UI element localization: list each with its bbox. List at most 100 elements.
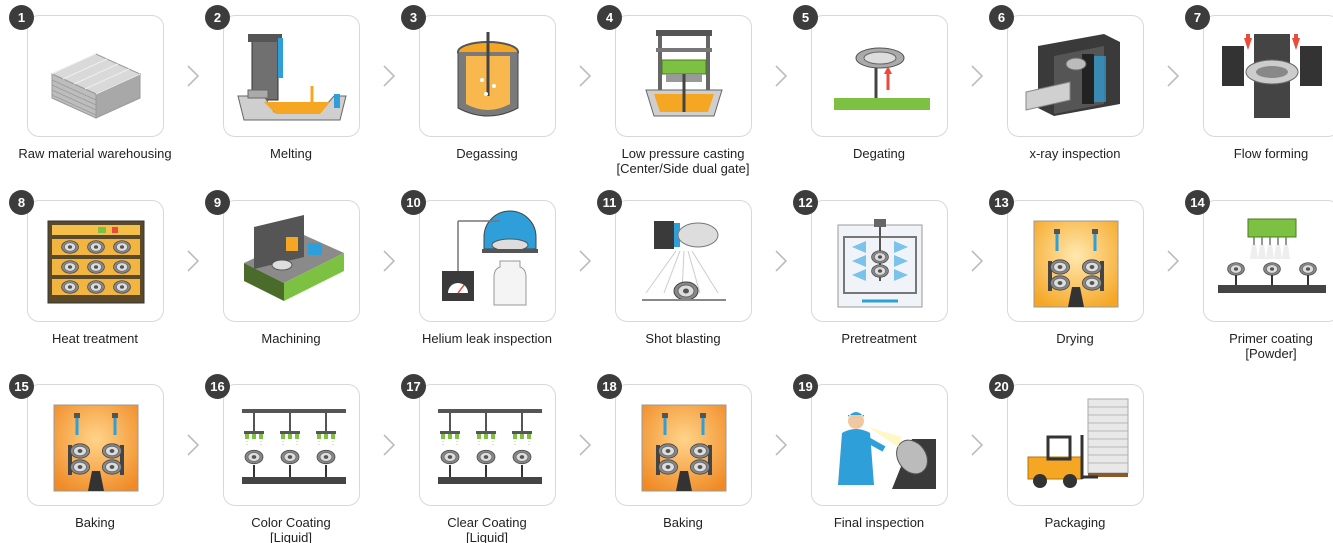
step-label-line1: Baking <box>663 515 703 530</box>
step-label-line1: x-ray inspection <box>1029 146 1121 161</box>
step-number-badge: 9 <box>205 190 230 215</box>
step-label-line2: [Liquid] <box>270 530 312 543</box>
step-label: Melting <box>196 146 386 161</box>
chevron-right-icon <box>382 434 396 456</box>
chevron-right-icon <box>1166 250 1180 272</box>
step-card <box>419 15 556 137</box>
step-number-badge: 20 <box>989 374 1014 399</box>
step-label: Degassing <box>392 146 582 161</box>
step-label-line1: Pretreatment <box>841 331 917 346</box>
step-number-badge: 14 <box>1185 190 1210 215</box>
step-card <box>615 15 752 137</box>
step-number-badge: 5 <box>793 5 818 30</box>
step-number-badge: 15 <box>9 374 34 399</box>
step-card <box>1007 200 1144 322</box>
step-card <box>27 200 164 322</box>
step-label: Helium leak inspection <box>392 331 582 346</box>
step-label-line1: Melting <box>270 146 312 161</box>
chevron-right-icon <box>774 434 788 456</box>
step-card <box>419 384 556 506</box>
step-label: Flow forming <box>1176 146 1333 161</box>
step-label-line2: [Powder] <box>1245 346 1297 361</box>
chevron-right-icon <box>382 65 396 87</box>
step-card <box>615 200 752 322</box>
step-card <box>223 15 360 137</box>
step-label-line1: Color Coating <box>251 515 331 530</box>
step-label: Baking <box>588 515 778 530</box>
step-number-badge: 8 <box>9 190 34 215</box>
step-label: Primer coating [Powder] <box>1176 331 1333 361</box>
step-card <box>27 15 164 137</box>
step-card <box>811 200 948 322</box>
step-label: Machining <box>196 331 386 346</box>
step-card <box>1203 15 1333 137</box>
step-number-badge: 17 <box>401 374 426 399</box>
step-card <box>419 200 556 322</box>
step-label: Low pressure casting [Center/Side dual g… <box>588 146 778 176</box>
step-label-line1: Heat treatment <box>52 331 138 346</box>
step-label: Raw material warehousing <box>0 146 190 161</box>
step-card <box>1007 384 1144 506</box>
step-label-line1: Machining <box>261 331 321 346</box>
step-label-line1: Flow forming <box>1233 146 1309 161</box>
step-number-badge: 12 <box>793 190 818 215</box>
step-number-badge: 13 <box>989 190 1014 215</box>
chevron-right-icon <box>970 65 984 87</box>
chevron-right-icon <box>970 434 984 456</box>
step-number-badge: 11 <box>597 190 622 215</box>
step-label-line1: Baking <box>75 515 115 530</box>
chevron-right-icon <box>186 250 200 272</box>
step-card <box>1203 200 1333 322</box>
step-label-line1: Clear Coating <box>447 515 527 530</box>
step-label-line1: Degassing <box>456 146 518 161</box>
step-label: Baking <box>0 515 190 530</box>
step-number-badge: 18 <box>597 374 622 399</box>
step-label: Degating <box>784 146 974 161</box>
step-label-line1: Drying <box>1056 331 1094 346</box>
chevron-right-icon <box>970 250 984 272</box>
step-label-line1: Final inspection <box>833 515 925 530</box>
chevron-right-icon <box>186 434 200 456</box>
step-label-line1: Packaging <box>1044 515 1106 530</box>
step-card <box>223 384 360 506</box>
step-label-line1: Shot blasting <box>645 331 721 346</box>
step-card <box>811 384 948 506</box>
step-label: Heat treatment <box>0 331 190 346</box>
step-label-line1: Helium leak inspection <box>421 331 553 346</box>
step-label: x-ray inspection <box>980 146 1170 161</box>
step-label: Shot blasting <box>588 331 778 346</box>
step-card <box>811 15 948 137</box>
step-card <box>223 200 360 322</box>
chevron-right-icon <box>774 65 788 87</box>
step-number-badge: 6 <box>989 5 1014 30</box>
step-number-badge: 16 <box>205 374 230 399</box>
step-label-line1: Raw material warehousing <box>18 146 172 161</box>
chevron-right-icon <box>578 434 592 456</box>
step-number-badge: 3 <box>401 5 426 30</box>
step-label: Final inspection <box>784 515 974 530</box>
step-label-line2: [Liquid] <box>466 530 508 543</box>
step-card <box>1007 15 1144 137</box>
step-number-badge: 19 <box>793 374 818 399</box>
step-label-line2: [Center/Side dual gate] <box>616 161 750 176</box>
chevron-right-icon <box>578 250 592 272</box>
chevron-right-icon <box>1166 65 1180 87</box>
step-number-badge: 7 <box>1185 5 1210 30</box>
step-label-line1: Primer coating <box>1229 331 1313 346</box>
step-label: Pretreatment <box>784 331 974 346</box>
step-label: Drying <box>980 331 1170 346</box>
chevron-right-icon <box>186 65 200 87</box>
step-number-badge: 10 <box>401 190 426 215</box>
step-label-line1: Low pressure casting <box>621 146 745 161</box>
step-label: Color Coating [Liquid] <box>196 515 386 543</box>
step-card <box>27 384 164 506</box>
step-number-badge: 4 <box>597 5 622 30</box>
step-number-badge: 1 <box>9 5 34 30</box>
step-number-badge: 2 <box>205 5 230 30</box>
step-card <box>615 384 752 506</box>
chevron-right-icon <box>774 250 788 272</box>
chevron-right-icon <box>382 250 396 272</box>
chevron-right-icon <box>578 65 592 87</box>
step-label: Packaging <box>980 515 1170 530</box>
step-label-line1: Degating <box>852 146 906 161</box>
